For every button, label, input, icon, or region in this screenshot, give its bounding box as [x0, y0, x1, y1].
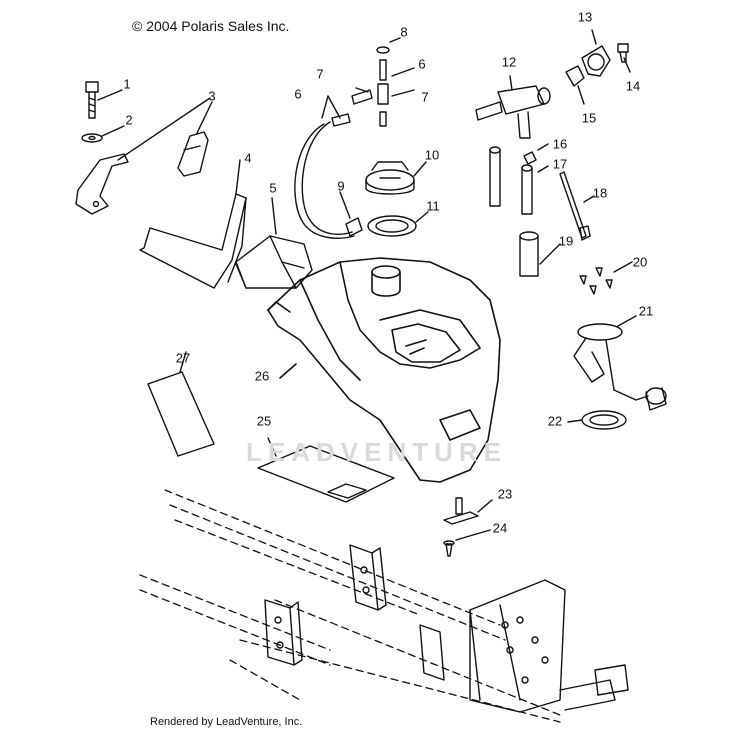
callout-15: 15 — [581, 110, 597, 126]
callout-26: 26 — [254, 368, 270, 384]
callout-19: 19 — [558, 233, 574, 249]
part-18-rod — [559, 171, 595, 241]
part-5-foam — [235, 197, 313, 289]
callout-18: 18 — [592, 185, 608, 201]
part-16-17-hoses — [489, 143, 549, 215]
callout-17: 17 — [552, 156, 568, 172]
callout-7b: 7 — [421, 89, 429, 105]
callout-2: 2 — [125, 112, 133, 128]
part-10-cap — [365, 161, 427, 195]
watermark-text: LEADVENTURE — [246, 437, 508, 467]
part-13-14-15-plate — [565, 29, 631, 105]
part-22-ring — [567, 410, 627, 430]
part-2-washer — [81, 125, 125, 143]
callout-3: 3 — [208, 88, 216, 104]
callout-6b: 6 — [418, 56, 426, 72]
callout-25: 25 — [256, 413, 272, 429]
callout-10: 10 — [424, 147, 440, 163]
callout-12: 12 — [501, 54, 517, 70]
part-9-clamp — [339, 191, 363, 237]
part-4-pad — [139, 159, 247, 289]
callout-27: 27 — [175, 350, 191, 366]
callout-6a: 6 — [294, 86, 302, 102]
callout-22: 22 — [547, 413, 563, 429]
part-27-panel — [147, 351, 215, 457]
callout-13: 13 — [577, 9, 593, 25]
part-23-24-bracket — [443, 497, 493, 557]
callout-20: 20 — [632, 254, 648, 270]
callout-7a: 7 — [316, 66, 324, 82]
callout-8: 8 — [400, 24, 408, 40]
callout-21: 21 — [638, 303, 654, 319]
part-21-pump — [573, 315, 667, 411]
part-1-bolt — [85, 81, 123, 119]
callout-11: 11 — [426, 198, 440, 214]
part-6-7-8-fittings — [294, 37, 415, 239]
callout-5: 5 — [269, 180, 277, 196]
callout-9: 9 — [337, 178, 345, 194]
callout-1: 1 — [123, 76, 131, 92]
part-26-tank — [267, 257, 501, 483]
callout-4: 4 — [244, 150, 252, 166]
callout-24: 24 — [492, 520, 508, 536]
part-12-valve — [475, 75, 551, 139]
frame-brackets — [264, 544, 629, 713]
part-11-seal — [367, 211, 429, 237]
copyright-text: © 2004 Polaris Sales Inc. — [132, 18, 290, 34]
part-19-tube — [519, 231, 561, 277]
rendered-by-text: Rendered by LeadVenture, Inc. — [150, 716, 303, 728]
callout-23: 23 — [497, 486, 513, 502]
part-3-brackets — [75, 97, 213, 215]
part-25-pad — [257, 437, 395, 503]
callout-16: 16 — [552, 136, 568, 152]
part-20-screws — [579, 261, 633, 295]
callout-14: 14 — [625, 78, 641, 94]
